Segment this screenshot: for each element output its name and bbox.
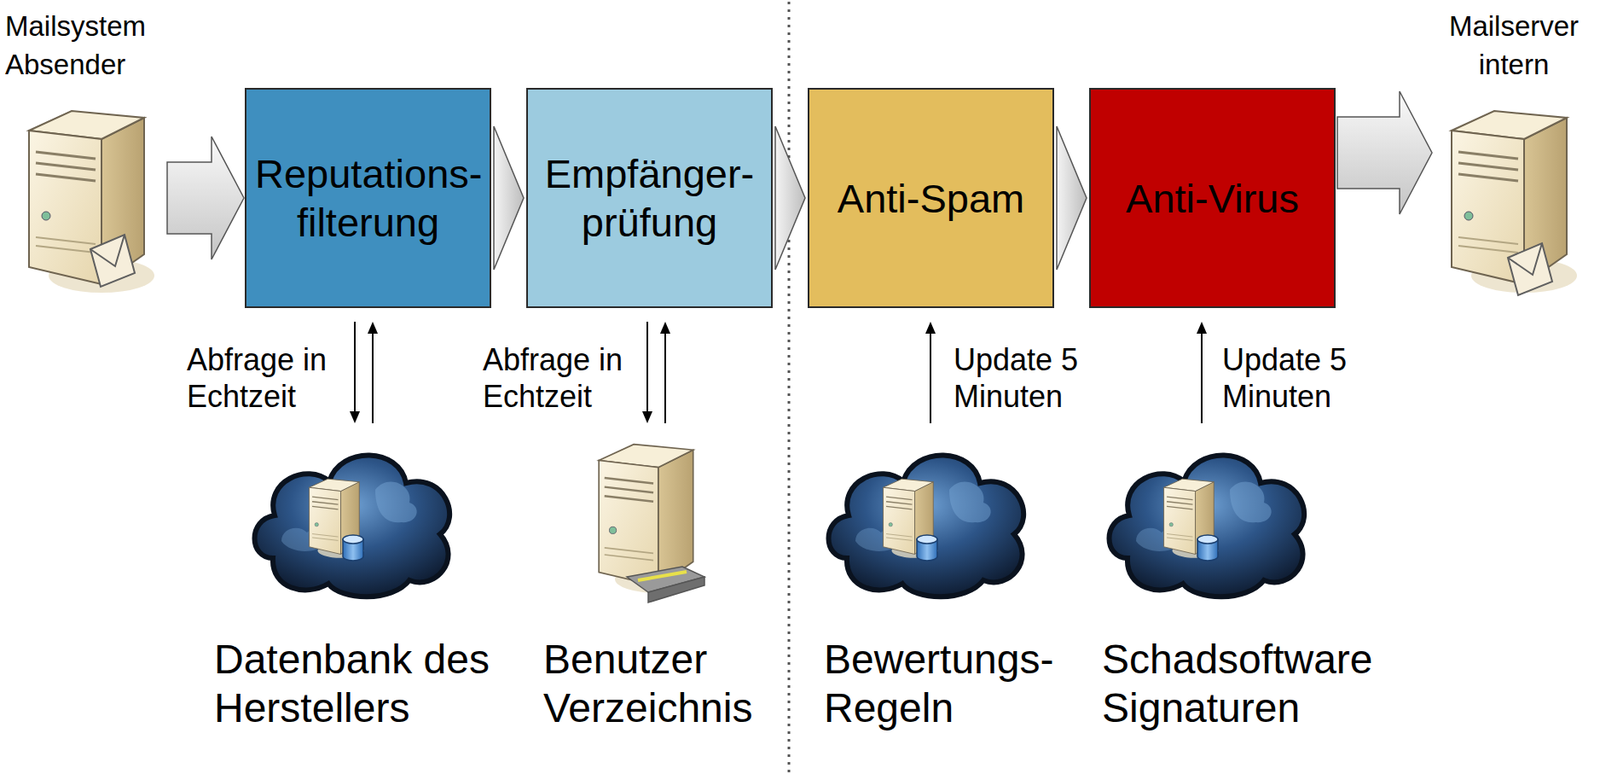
receiver-node: Mailserver intern xyxy=(1432,6,1595,299)
edge-label: Update 5 Minuten xyxy=(953,341,1116,415)
node-label: Mailsystem Absender xyxy=(3,6,166,84)
edge-label: Update 5 Minuten xyxy=(1222,341,1385,415)
box-label: Anti-Spam xyxy=(809,173,1053,223)
flow-arrow xyxy=(167,136,244,260)
process-box: Anti-Spam xyxy=(807,87,1055,308)
directory-server xyxy=(598,444,705,603)
sender-node: Mailsystem Absender xyxy=(3,6,166,299)
flow-arrow xyxy=(1337,91,1432,215)
process-box: Anti-Virus xyxy=(1089,87,1336,308)
query-arrow xyxy=(642,321,671,424)
edge-label: Abfrage in Echtzeit xyxy=(482,341,645,415)
vendor-cloud xyxy=(255,454,451,597)
divider-line xyxy=(788,1,791,772)
source-node: Schadsoftware Signaturen xyxy=(1093,426,1394,744)
update-arrow xyxy=(925,321,936,424)
receiver-server xyxy=(1451,110,1577,296)
box-label: Reputations- filterung xyxy=(246,149,490,247)
sender-server xyxy=(28,110,155,293)
source-node: Bewertungs- Regeln xyxy=(815,426,1076,744)
update-arrow xyxy=(1196,321,1207,424)
node-label: Mailserver intern xyxy=(1432,6,1595,84)
node-label: Bewertungs- Regeln xyxy=(815,634,1076,732)
signatures-cloud xyxy=(1109,454,1305,597)
box-label: Empfänger- prüfung xyxy=(527,149,772,247)
process-box: Empfänger- prüfung xyxy=(526,87,773,308)
source-node: Datenbank des Herstellers xyxy=(204,426,502,744)
rules-cloud xyxy=(828,454,1025,597)
process-box: Reputations- filterung xyxy=(244,87,492,308)
query-arrow xyxy=(349,321,378,424)
node-label: Benutzer Verzeichnis xyxy=(534,634,774,732)
edge-label: Abfrage in Echtzeit xyxy=(186,341,349,415)
node-label: Datenbank des Herstellers xyxy=(204,634,502,732)
flow-chevron xyxy=(493,126,524,270)
flow-chevron xyxy=(775,126,806,270)
source-node: Benutzer Verzeichnis xyxy=(534,426,774,744)
box-label: Anti-Virus xyxy=(1090,173,1334,223)
node-label: Schadsoftware Signaturen xyxy=(1093,634,1394,732)
flow-chevron xyxy=(1056,126,1087,270)
